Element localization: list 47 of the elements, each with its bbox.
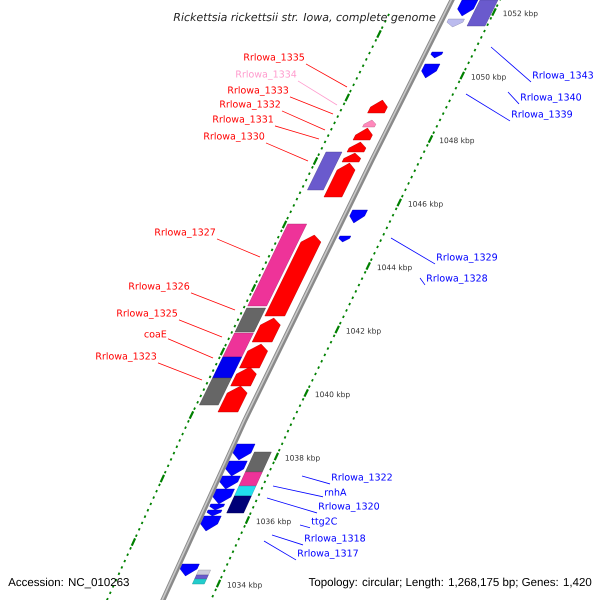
leader-line	[508, 92, 520, 104]
gene-label: Rrlowa_1320	[319, 502, 380, 512]
leader-line	[290, 96, 334, 114]
leader-line	[420, 278, 426, 286]
leader-line	[274, 126, 320, 140]
gene-label: Rrlowa_1323	[96, 352, 156, 362]
leader-line	[266, 498, 318, 514]
gene-label: Rrlowa_1328	[427, 274, 488, 284]
gene-label: Rrlowa_1333	[228, 86, 288, 96]
gene-label: rnhA	[325, 488, 346, 496]
gene-label: Rrlowa_1332	[220, 100, 280, 110]
leader-line	[466, 94, 510, 122]
gene-label: ttg2C	[311, 517, 337, 527]
gene-label: Rrlowa_1327	[155, 228, 215, 238]
leader-line	[178, 320, 222, 338]
leader-line	[302, 476, 330, 484]
leader-line	[282, 110, 326, 130]
leader-line	[300, 524, 310, 528]
gene-label: Rrlowa_1317	[298, 549, 358, 559]
gene-label: Rrlowa_1340	[521, 93, 582, 103]
gene-label: Rrlowa_1334	[236, 70, 296, 80]
leader-line	[190, 292, 236, 310]
leader-line	[272, 486, 324, 498]
gene-label: Rrlowa_1318	[305, 534, 366, 544]
gene-label: Rrlowa_1343	[533, 71, 593, 81]
gene-label: Rrlowa_1325	[117, 309, 177, 319]
summary-text: Topology: circular; Length: 1,268,175 bp; Genes: 1,420	[308, 578, 592, 588]
accession-text: Accession: NC_010263	[8, 578, 129, 588]
leader-line	[158, 362, 202, 380]
leader-line	[216, 238, 260, 258]
gene-label: Rrlowa_1326	[129, 282, 190, 292]
leader-line	[490, 46, 532, 82]
gene-label: Rrlowa_1339	[512, 110, 572, 120]
leader-line	[390, 238, 436, 264]
leader-line	[168, 338, 214, 358]
leader-line	[306, 64, 348, 88]
gene-label: Rrlowa_1331	[213, 115, 273, 125]
leader-line	[298, 80, 338, 106]
gene-label: coaE	[144, 330, 166, 338]
gene-label: Rrlowa_1335	[244, 53, 304, 63]
leader-line	[264, 540, 296, 560]
gene-label: Rrlowa_1330	[204, 132, 264, 142]
title: Rickettsia rickettsii str. Iowa, complete genome	[174, 12, 436, 24]
leader-line	[272, 534, 304, 546]
gene-label: Rrlowa_1322	[332, 473, 392, 483]
gene-label: Rrlowa_1329	[437, 253, 498, 263]
leader-line	[266, 142, 308, 162]
